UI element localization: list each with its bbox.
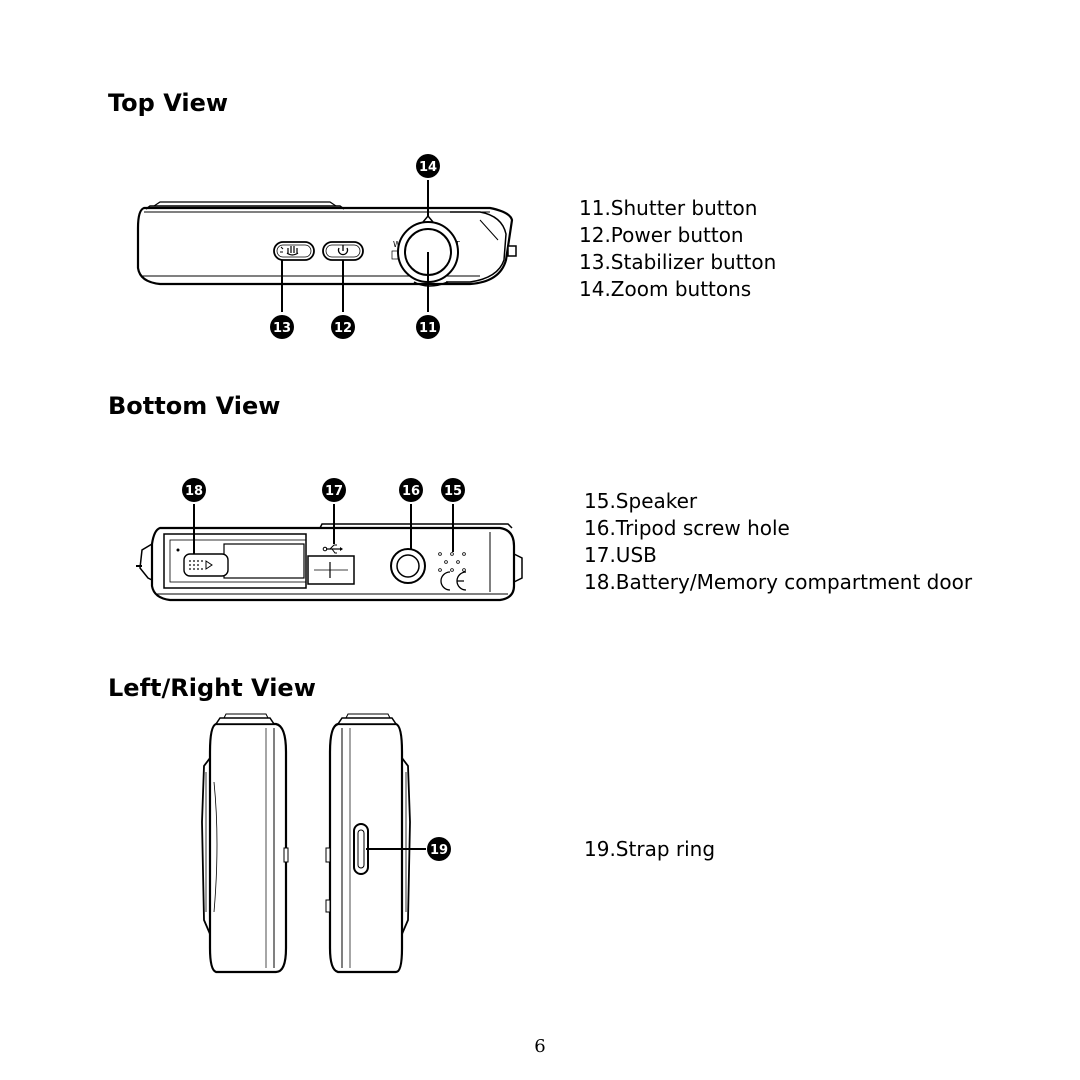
legend-item: 13.Stabilizer button	[579, 250, 777, 274]
top-view-title: Top View	[108, 89, 229, 117]
power-icon	[337, 245, 349, 256]
svg-text:15: 15	[444, 484, 462, 499]
svg-text:13: 13	[273, 321, 291, 336]
legend-item: 18.Battery/Memory compartment door	[584, 570, 973, 594]
callout-16: 16	[399, 478, 423, 502]
legend-item: 19.Strap ring	[584, 837, 716, 861]
legend-item: 12.Power button	[579, 223, 744, 247]
legend-item: 11.Shutter button	[579, 196, 758, 220]
usb-cover	[307, 544, 355, 585]
bottom-view-title: Bottom View	[108, 392, 281, 420]
power-button	[322, 241, 364, 261]
svg-text:16: 16	[402, 484, 420, 499]
camera-bottom-view-diagram: 18 17 16 15	[136, 478, 523, 602]
camera-top-view-diagram: W T 14 13 12 11	[136, 154, 517, 339]
callout-12: 12	[331, 315, 355, 339]
svg-text:19: 19	[430, 843, 448, 858]
legend-item: 14.Zoom buttons	[579, 277, 752, 301]
zoom-wide-label: W	[393, 240, 401, 249]
stabilizer-button	[273, 241, 315, 261]
svg-text:18: 18	[185, 484, 203, 499]
tripod-screw-hole	[390, 548, 426, 584]
callout-19: 19	[427, 837, 451, 861]
stabilizer-hand-icon	[280, 246, 299, 256]
bottom-view-legend: 15.Speaker 16.Tripod screw hole 17.USB 1…	[584, 488, 972, 596]
legend-item: 16.Tripod screw hole	[584, 516, 790, 540]
legend-item: 15.Speaker	[584, 489, 698, 513]
callout-14: 14	[416, 154, 440, 178]
svg-text:12: 12	[334, 321, 352, 336]
battery-door	[163, 533, 307, 589]
svg-text:17: 17	[325, 484, 343, 499]
ce-mark	[440, 571, 467, 591]
left-side-view	[201, 713, 289, 974]
callout-15: 15	[441, 478, 465, 502]
camera-side-views-diagram: 19	[201, 713, 451, 974]
page-number: 6	[534, 1036, 546, 1057]
top-view-legend: 11.Shutter button 12.Power button 13.Sta…	[579, 195, 776, 303]
callout-11: 11	[416, 315, 440, 339]
speaker-holes	[438, 552, 466, 572]
side-view-legend: 19.Strap ring	[584, 836, 715, 863]
side-view-title: Left/Right View	[108, 674, 316, 702]
usb-icon	[322, 544, 343, 554]
callout-13: 13	[270, 315, 294, 339]
svg-text:14: 14	[419, 160, 437, 175]
svg-text:11: 11	[419, 321, 437, 336]
callout-18: 18	[182, 478, 206, 502]
strap-ring	[353, 823, 369, 875]
callout-17: 17	[322, 478, 346, 502]
right-side-view	[325, 713, 411, 974]
legend-item: 17.USB	[584, 543, 657, 567]
